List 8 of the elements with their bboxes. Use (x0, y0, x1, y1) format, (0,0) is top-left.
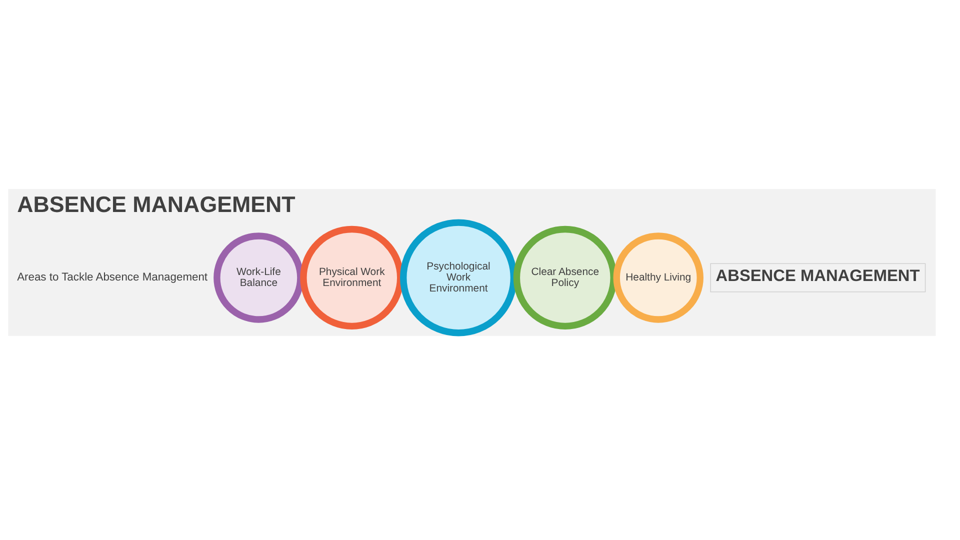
node-circle: Work-Life Balance (214, 232, 304, 322)
node-circle: Physical Work Environment (300, 225, 404, 330)
node-circle: Psychological Work Environment (400, 218, 518, 336)
diagram-title: ABSENCE MANAGEMENT (17, 192, 296, 217)
node-circle: Healthy Living (613, 232, 704, 322)
node-circle: Clear Absence Policy (513, 225, 617, 330)
label: ABSENCE MANAGEMENT (716, 266, 920, 285)
label: Areas to Tackle Absence Management (17, 270, 208, 283)
